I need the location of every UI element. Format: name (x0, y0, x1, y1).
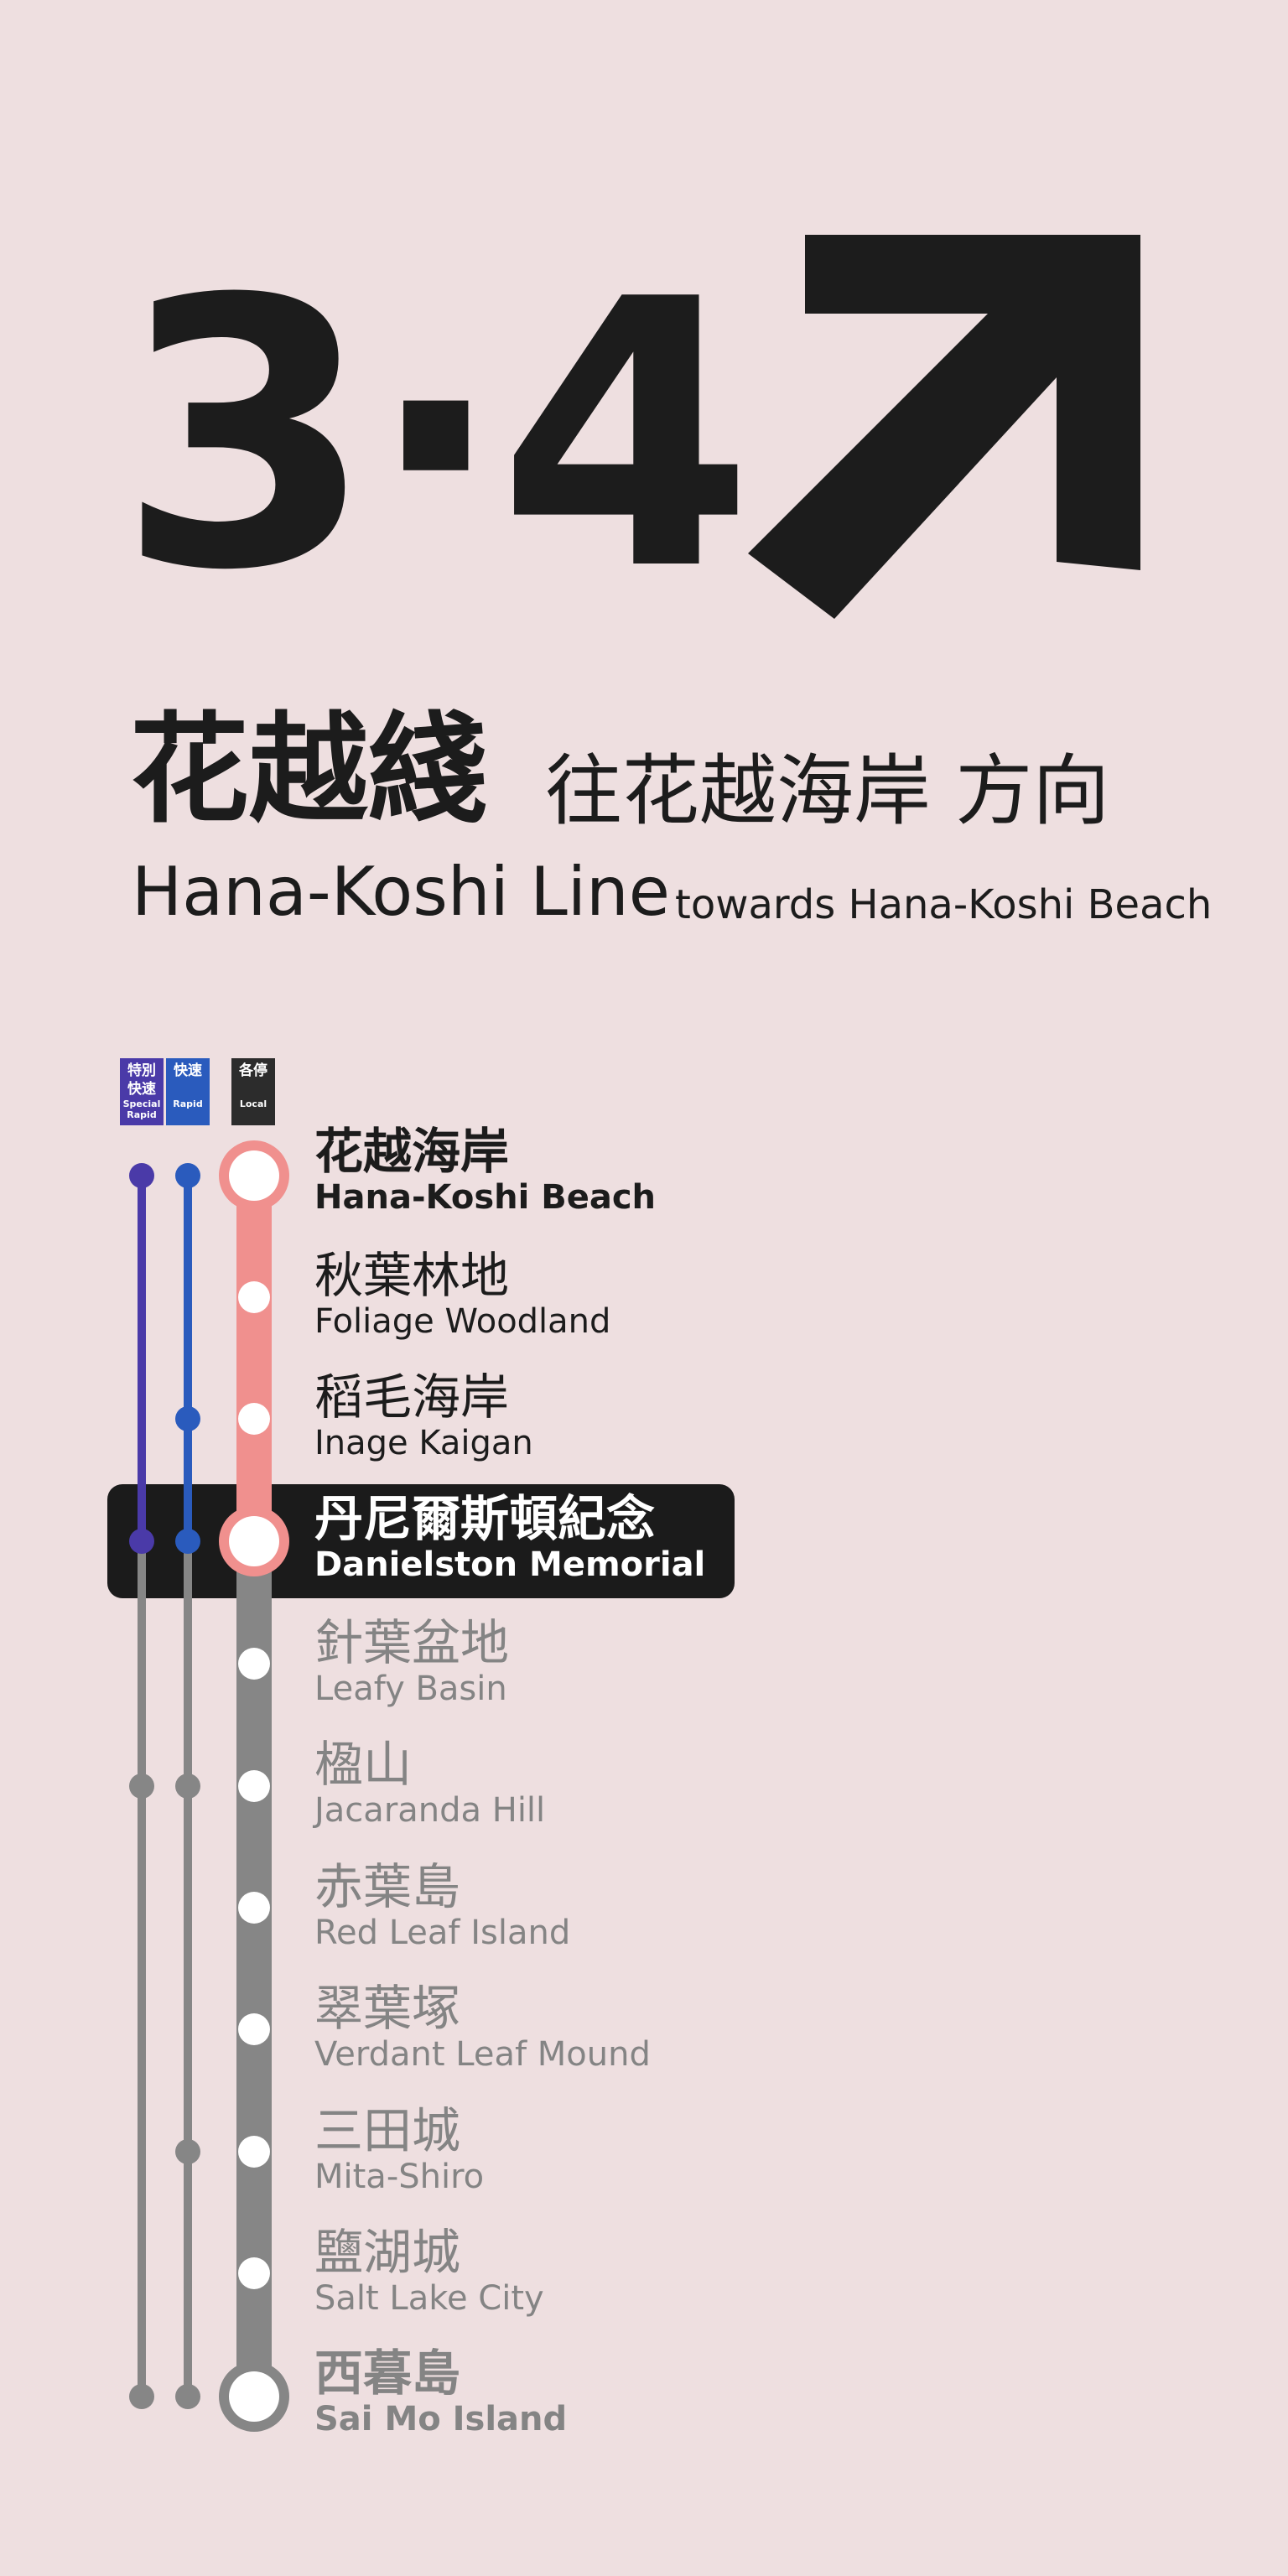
station-label: 三田城 Mita-Shiro (314, 2103, 484, 2195)
service-badge-rapid: 快速 Rapid (166, 1058, 210, 1125)
station-name-zh: 丹尼爾斯頓紀念 (314, 1490, 656, 1547)
line-name-zh: 花越綫 (130, 701, 487, 839)
special-rapid-stop (129, 1774, 154, 1799)
station-name-zh: 翠葉塚 (314, 1980, 461, 2037)
current-stop (229, 1516, 279, 1566)
direction-en: towards Hana-Koshi Beach (675, 881, 1213, 928)
station-name-en: Jacaranda Hill (314, 1791, 546, 1830)
station-name-zh: 秋葉林地 (314, 1247, 510, 1304)
service-badge-local: 各停 Local (231, 1058, 275, 1125)
arrow-up-right-icon (748, 235, 1140, 619)
special-rapid-stop (129, 1529, 154, 1554)
current-station-bar (107, 1484, 735, 1598)
local-stop (238, 1892, 270, 1924)
station-label: 西暮島 Sai Mo Island (314, 2345, 567, 2438)
rapid-stop (175, 2139, 200, 2164)
local-stop (238, 2257, 270, 2289)
station-label: 赤葉島 Red Leaf Island (314, 1859, 570, 1951)
station-label: 花越海岸 Hana-Koshi Beach (314, 1124, 656, 1216)
station-label-current: 丹尼爾斯頓紀念 Danielston Memorial (314, 1491, 705, 1583)
local-stop (238, 2136, 270, 2168)
station-name-en: Sai Mo Island (314, 2400, 568, 2438)
local-stop (238, 1648, 270, 1680)
station-label: 針葉盆地 Leafy Basin (314, 1615, 509, 1707)
special-rapid-stop (129, 1163, 154, 1188)
station-label: 稻毛海岸 Inage Kaigan (314, 1369, 533, 1462)
station-name-zh: 花越海岸 (314, 1123, 510, 1180)
rapid-stop (175, 1163, 200, 1188)
terminal-stop (229, 2371, 279, 2422)
station-name-en: Foliage Woodland (314, 1302, 611, 1341)
station-name-zh: 三田城 (314, 2102, 461, 2159)
station-label: 鹽湖城 Salt Lake City (314, 2225, 544, 2317)
station-name-en: Danielston Memorial (314, 1545, 706, 1584)
rapid-stop (175, 1774, 200, 1799)
special-rapid-stop (129, 2384, 154, 2409)
rapid-stop (175, 1406, 200, 1431)
station-name-zh: 楹山 (314, 1736, 413, 1793)
local-stop (238, 1403, 270, 1435)
station-name-en: Verdant Leaf Mound (314, 2035, 651, 2074)
station-label: 翠葉塚 Verdant Leaf Mound (314, 1981, 651, 2073)
local-stop (238, 1281, 270, 1313)
station-name-zh: 西暮島 (314, 2345, 461, 2402)
station-name-en: Leafy Basin (314, 1670, 507, 1708)
local-stop (238, 2013, 270, 2045)
station-name-en: Inage Kaigan (314, 1424, 533, 1462)
terminal-stop (229, 1150, 279, 1201)
line-name-en: Hana-Koshi Line (132, 853, 670, 931)
station-name-zh: 赤葉島 (314, 1858, 461, 1915)
platform-number: 3·4 (117, 221, 754, 651)
station-label: 秋葉林地 Foliage Woodland (314, 1248, 610, 1340)
station-name-zh: 鹽湖城 (314, 2224, 461, 2281)
station-name-en: Red Leaf Island (314, 1914, 571, 1952)
service-badge-special-rapid: 特別 快速 Special Rapid (120, 1058, 164, 1125)
station-label: 楹山 Jacaranda Hill (314, 1737, 545, 1829)
direction-zh: 往花越海岸 方向 (545, 746, 1110, 836)
local-stop (238, 1770, 270, 1802)
station-name-zh: 針葉盆地 (314, 1614, 510, 1671)
rapid-stop (175, 1529, 200, 1554)
station-name-en: Salt Lake City (314, 2279, 544, 2318)
station-name-zh: 稻毛海岸 (314, 1368, 510, 1426)
station-name-en: Hana-Koshi Beach (314, 1178, 657, 1217)
rapid-stop (175, 2384, 200, 2409)
station-name-en: Mita-Shiro (314, 2158, 485, 2196)
